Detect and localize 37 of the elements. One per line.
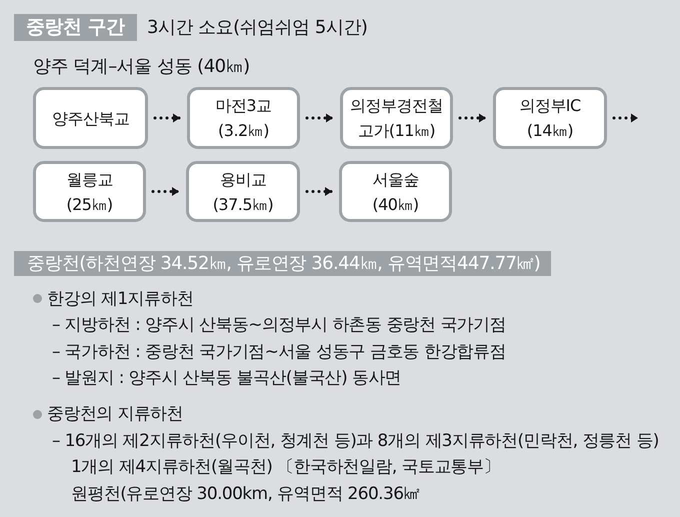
section-heading: 중랑천 구간 xyxy=(14,14,137,41)
dotted-arrow xyxy=(612,114,640,122)
duration-note: 3시간 소요(쉬엄쉬엄 5시간) xyxy=(147,16,368,40)
distance-label: (40㎞) xyxy=(372,194,419,216)
dotted-arrow xyxy=(154,114,182,122)
section-heading: 중랑천(하천연장 34.52㎞, 유로연장 36.44㎞, 유역면적447.77㎢) xyxy=(14,251,552,276)
distance-label: (3.2㎞) xyxy=(218,120,269,142)
station-name: 서울숲 xyxy=(372,168,419,190)
station-name: 의정부IC xyxy=(519,95,581,117)
station-name: 의정부경전철 고가(11㎞) xyxy=(349,95,444,142)
list-item-text: 1개의 제4지류하천(월곡천) 〔한국하천일람, 국토교통부〕 xyxy=(71,456,500,480)
station-box xyxy=(340,87,453,149)
station-name: 양주산북교 xyxy=(52,108,130,130)
station-box xyxy=(187,87,300,149)
list-item-text: – 지방하천 : 양주시 산북동~의정부시 하촌동 중랑천 국가기점 xyxy=(52,314,506,338)
station-box xyxy=(33,161,146,222)
bullet-heading: 중랑천의 지류하천 xyxy=(47,403,184,426)
station-name: 용비교 xyxy=(220,168,266,190)
station-box xyxy=(339,161,452,222)
list-item-text: – 발원지 : 양주시 산북동 불곡산(불국산) 동사면 xyxy=(52,367,402,390)
list-item-text: – 국가하천 : 중랑천 국가기점~서울 성동구 금호동 한강합류점 xyxy=(52,340,506,364)
route-subtitle: 양주 덕계–서울 성동 (40㎞) xyxy=(33,55,250,79)
dotted-arrow xyxy=(152,187,180,196)
dotted-arrow xyxy=(306,187,334,196)
bullet-heading: 한강의 제1지류하천 xyxy=(47,288,194,311)
list-item-text: 원평천(유로연장 30.00km, 유역면적 260.36㎢ xyxy=(71,482,420,506)
dotted-arrow xyxy=(306,114,334,122)
station-name: 마전3교 xyxy=(215,95,272,117)
station-box xyxy=(493,87,607,149)
distance-label: (37.5㎞) xyxy=(212,194,274,216)
station-name: 월릉교 xyxy=(66,168,113,190)
station-box xyxy=(186,161,300,222)
distance-label: (25㎞) xyxy=(66,194,113,216)
dotted-arrow xyxy=(458,114,488,122)
distance-label: (14㎞) xyxy=(526,120,574,142)
list-item-text: – 16개의 제2지류하천(우이천, 청계천 등)과 8개의 제3지류하천(민락천, 정릉천 등) xyxy=(52,430,659,453)
station-box xyxy=(33,87,148,149)
